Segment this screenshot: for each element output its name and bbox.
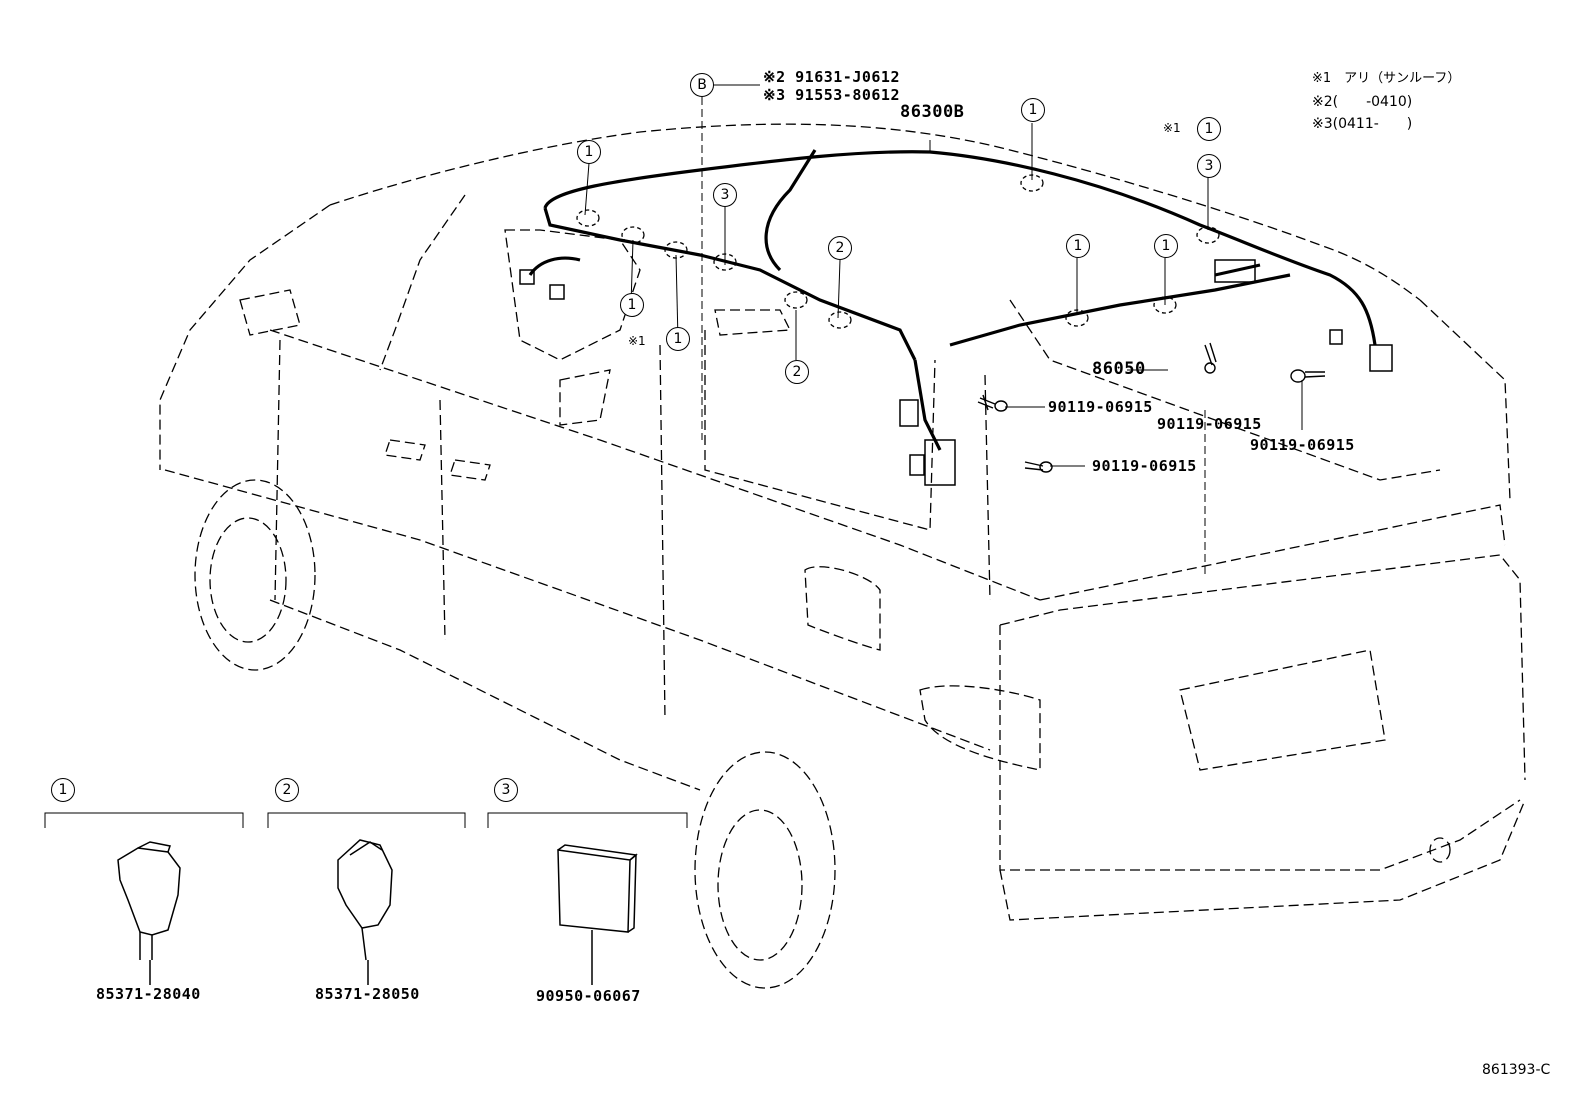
callout-1: 1 <box>1066 234 1090 258</box>
bolt-label: 90119-06915 <box>1157 415 1262 433</box>
detail-callout-3: 3 <box>494 778 518 802</box>
detail-panel-brackets <box>44 812 688 828</box>
detail-part-3: 90950-06067 <box>536 987 641 1005</box>
callout-1: 1 <box>666 327 690 351</box>
note-mark-roof: ※1 <box>1163 121 1181 135</box>
bolt-label: 90119-06915 <box>1250 436 1355 454</box>
clip-b-callout: B <box>690 73 714 97</box>
callout-2: 2 <box>785 360 809 384</box>
clip-part-85371-28040 <box>117 841 181 985</box>
detail-callout-1: 1 <box>51 778 75 802</box>
clip-b-part-3: ※3 91553-80612 <box>763 86 900 104</box>
vehicle-body-outline <box>159 123 1526 989</box>
detail-part-2: 85371-28050 <box>315 985 420 1003</box>
callout-1: 1 <box>1197 117 1221 141</box>
legend-line-2: ※2( -0410) <box>1312 94 1413 110</box>
bolt-icons <box>977 342 1326 473</box>
bolt-label: 90119-06915 <box>1048 398 1153 416</box>
detail-callout-2: 2 <box>275 778 299 802</box>
detail-part-1: 85371-28040 <box>96 985 201 1003</box>
callout-1: 1 <box>1154 234 1178 258</box>
leader-lines <box>584 84 1303 575</box>
callout-1: 1 <box>1021 98 1045 122</box>
clip-part-85371-28050 <box>337 839 393 985</box>
figure-reference: 861393-C <box>1482 1062 1551 1078</box>
legend-line-1: ※1 アリ（サンルーフ） <box>1312 71 1461 86</box>
callout-2: 2 <box>828 236 852 260</box>
pad-part-90950-06067 <box>557 844 638 985</box>
clip-position-marks <box>576 174 1220 329</box>
note-mark-interior: ※1 <box>628 334 646 348</box>
callout-3: 3 <box>1197 154 1221 178</box>
clip-b-part-2: ※2 91631-J0612 <box>763 68 900 86</box>
harness-label-main: 86300B <box>900 102 965 122</box>
harness-label-rear: 86050 <box>1092 359 1146 379</box>
bolt-label: 90119-06915 <box>1092 457 1197 475</box>
callout-3: 3 <box>713 183 737 207</box>
legend-line-3: ※3(0411- ) <box>1312 116 1413 132</box>
roof-wire-harness <box>528 149 1377 451</box>
callout-1: 1 <box>620 293 644 317</box>
harness-connectors <box>519 259 1393 486</box>
callout-1: 1 <box>577 140 601 164</box>
